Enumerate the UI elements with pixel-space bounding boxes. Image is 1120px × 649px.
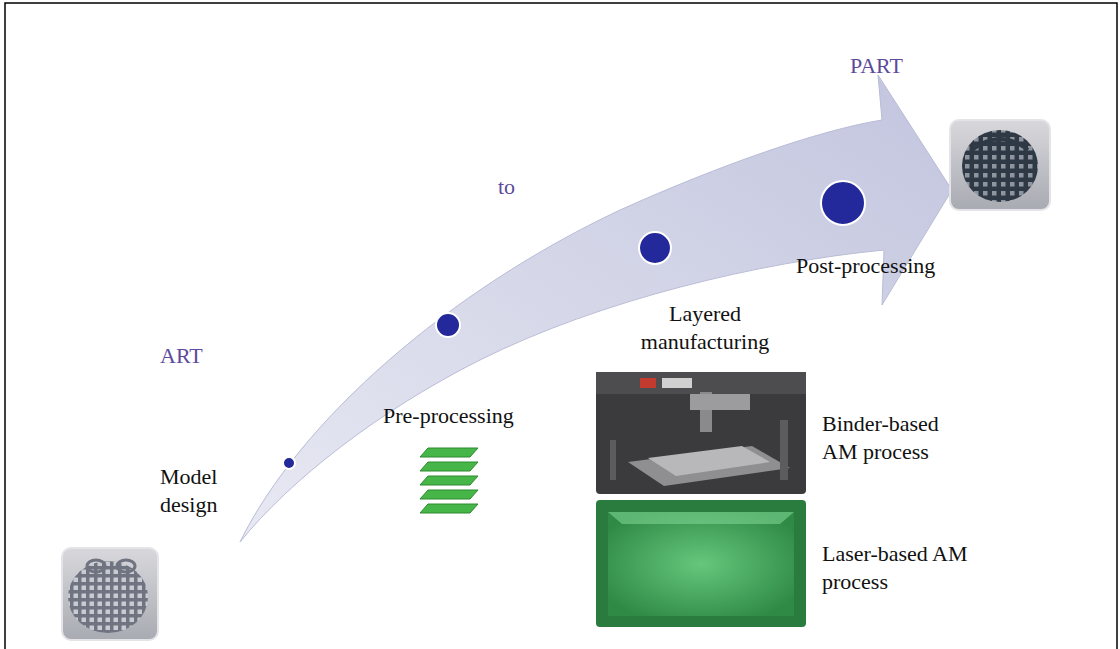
model-photo [62,548,158,640]
stage-label: Layered manufacturing [625,300,785,356]
stage-label: Post-processing [796,252,935,280]
connector-word: to [498,173,515,201]
start-label: ART [160,342,203,370]
stage-label: Pre-processing [383,402,514,430]
stage-dot [436,313,460,337]
stage-dot [639,232,671,264]
stage-dot [821,181,865,225]
laser-machine-photo [596,500,806,627]
stage-dot [283,457,295,469]
binder-machine-photo [596,372,806,494]
figure-frame [5,3,1117,649]
layers-icon [420,448,478,513]
part-photo [950,120,1050,210]
end-label: PART [850,52,903,80]
stage-label: Model design [160,463,246,519]
process-label: Laser-based AM process [822,540,972,596]
process-label: Binder-based AM process [822,410,972,466]
process-arrow [240,75,952,542]
